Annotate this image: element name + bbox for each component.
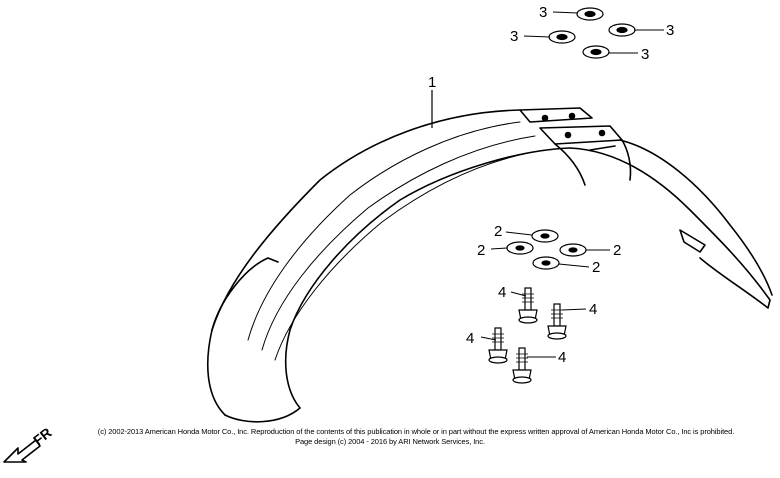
callout-2-c: 2 bbox=[613, 242, 621, 259]
callout-1: 1 bbox=[428, 74, 436, 128]
callout-4-b: 4 bbox=[589, 301, 597, 318]
svg-text:1: 1 bbox=[428, 74, 436, 91]
callout-2-b: 2 bbox=[477, 242, 485, 259]
grommet-group-3[interactable] bbox=[548, 7, 636, 59]
page-design-credit: Page design (c) 2004 - 2016 by ARI Netwo… bbox=[295, 437, 485, 446]
callout-2-a: 2 bbox=[494, 223, 502, 240]
callout-4-d: 4 bbox=[558, 349, 566, 366]
callout-3-b: 3 bbox=[666, 22, 674, 39]
bolt-group-4[interactable] bbox=[488, 287, 567, 384]
callout-2-d: 2 bbox=[592, 259, 600, 276]
callout-3-a: 3 bbox=[539, 4, 547, 21]
callout-4-c: 4 bbox=[466, 330, 474, 347]
copyright-notice: (c) 2002-2013 American Honda Motor Co., … bbox=[97, 427, 735, 436]
callout-3 bbox=[523, 11, 664, 54]
callout-4-a: 4 bbox=[498, 284, 506, 301]
front-fender[interactable] bbox=[206, 107, 773, 423]
callout-3-c: 3 bbox=[510, 28, 518, 45]
washer-group-2[interactable] bbox=[506, 229, 587, 270]
callout-3-d: 3 bbox=[641, 46, 649, 63]
callout-2 bbox=[490, 231, 610, 268]
callout-4 bbox=[480, 291, 587, 358]
